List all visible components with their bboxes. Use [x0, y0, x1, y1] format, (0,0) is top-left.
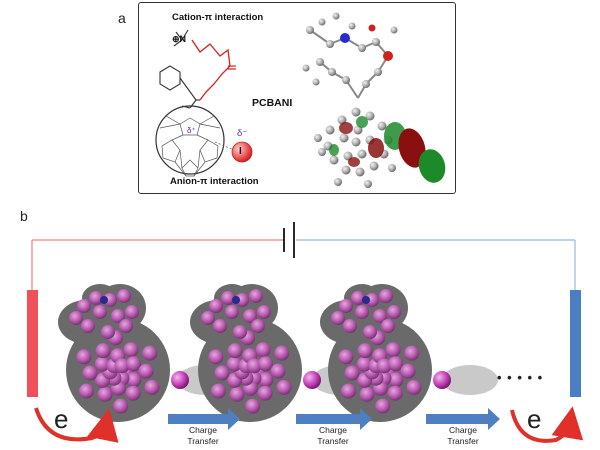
molecule-spheres: [331, 289, 422, 414]
charge-transfer-label-2: Charge Transfer: [317, 425, 349, 446]
pcbani-structure-drawing: [155, 29, 253, 177]
pcbani-unit-3: [320, 284, 451, 422]
pcbani-unit-2: [190, 284, 321, 422]
nitrogen-atom: [362, 296, 370, 304]
cation-pi-label: Cation-π interaction: [172, 12, 264, 23]
panel-a-label: a: [118, 10, 126, 26]
left-electrode: [27, 290, 38, 397]
bridge-3: [442, 365, 498, 395]
molecule-spheres: [201, 289, 292, 414]
delta-minus-label: δ⁻: [237, 128, 248, 139]
n-plus-label: ⊕N: [172, 34, 187, 44]
charge-transfer-arrow-2: [296, 408, 372, 430]
right-electron-arrow: [510, 406, 584, 443]
battery-symbol: [283, 222, 295, 258]
iodide-sphere: [433, 371, 451, 389]
molecule-spheres: [69, 289, 160, 414]
continuation-dots: • • • • •: [497, 370, 544, 385]
electron-left-label: e: [54, 404, 69, 434]
delta-plus-label: δ⁺: [187, 126, 196, 135]
nitrogen-atom: [100, 296, 108, 304]
circuit-wires: [31, 239, 576, 290]
electron-right-label: e: [527, 404, 542, 434]
charge-transfer-arrow-1: [168, 408, 240, 430]
right-electrode: [570, 290, 581, 397]
iodide-sphere: [303, 371, 321, 389]
panel-b-label: b: [20, 208, 28, 224]
iodide-symbol: I: [239, 146, 242, 157]
nitrogen-atom: [232, 296, 240, 304]
left-electron-arrow: [34, 407, 119, 443]
iodide-sphere: [171, 371, 189, 389]
molecule-name: PCBANI: [252, 97, 293, 109]
pcbani-unit-1: [58, 284, 189, 422]
charge-transfer-label-1: Charge Transfer: [187, 425, 219, 446]
pcbani-3d-model: [302, 12, 446, 188]
anion-pi-label: Anion-π interaction: [170, 176, 259, 187]
panel-a-frame: [138, 2, 456, 194]
charge-transfer-label-3: Charge Transfer: [447, 425, 479, 446]
charge-transfer-arrow-3: [426, 408, 500, 430]
